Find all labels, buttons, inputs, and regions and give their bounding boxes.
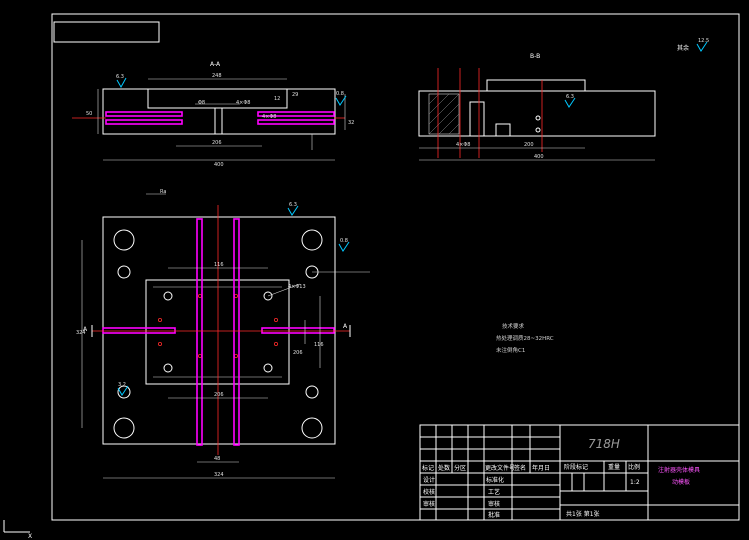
dim-bb-total: 400 [534,154,544,160]
svg-text:阶段标记: 阶段标记 [564,463,588,471]
svg-text:校核: 校核 [423,488,435,496]
top-left-name-box [53,21,160,43]
section-marker-a-left: A [83,326,88,333]
svg-text:分区: 分区 [454,464,466,472]
ucs-axis-icon: X [3,520,32,540]
svg-text:3.2: 3.2 [118,382,126,388]
material-label: 718H [588,437,620,451]
svg-text:Φ8: Φ8 [198,100,205,106]
dim-plan-top: 116 [214,262,224,268]
svg-text:4×Φ8: 4×Φ8 [456,142,471,148]
svg-text:Ra: Ra [160,189,166,195]
roughness-symbol-icon: 3.2 [117,382,129,396]
svg-text:4×Φ13: 4×Φ13 [288,284,306,290]
svg-text:0.8: 0.8 [340,238,348,244]
tech-notes-title: 技术要求 [502,322,525,330]
svg-text:比例: 比例 [628,463,640,471]
svg-text:12: 12 [274,96,280,102]
part-name-line1: 注射器壳体模具 [658,466,700,474]
svg-text:标记: 标记 [422,464,434,472]
svg-text:29: 29 [292,92,298,98]
section-bb-label: B-B [530,53,540,60]
svg-text:审核: 审核 [488,500,500,508]
svg-text:工艺: 工艺 [488,488,500,496]
roughness-symbol-icon: 0.8 [335,91,347,106]
svg-text:0.8: 0.8 [336,91,344,97]
roughness-symbol-icon: 6.3 [564,94,576,108]
section-marker-a-right: A [343,323,348,330]
dim-plan-inner: 206 [293,350,303,356]
title-block: 718H 注射器壳体模具 动模板 标记 处数 分区 更改文件号 签名 年月日 阶… [419,424,740,521]
svg-text:6.3: 6.3 [116,74,124,80]
svg-text:其余: 其余 [677,44,689,52]
section-bb-view: B-B 200 400 4×Φ8 6.3 [418,53,656,161]
dim-aa-mid: 206 [212,140,222,146]
section-aa-view: A-A 248 206 400 4×Φ8 Φ8 4×Φ8 29 12 50 32 [72,61,354,168]
svg-text:处数: 处数 [438,464,450,472]
svg-text:12.5: 12.5 [698,38,709,44]
svg-text:6.3: 6.3 [566,94,574,100]
plan-view: 116 206 48 324 324 116 206 4×Φ13 Ra A A … [76,189,554,479]
svg-text:审核: 审核 [423,500,435,508]
svg-text:4×Φ8: 4×Φ8 [262,114,277,120]
sheet-count: 共1张 第1张 [566,510,600,518]
svg-text:设计: 设计 [423,476,435,484]
tech-notes-line2: 未注倒角C1 [496,346,525,354]
svg-text:年月日: 年月日 [532,464,550,472]
dim-plan-mid: 206 [214,392,224,398]
svg-text:X: X [28,533,32,540]
drawing-border [51,13,740,521]
svg-text:标准化: 标准化 [486,476,504,484]
svg-text:50: 50 [86,111,92,117]
svg-text:6.3: 6.3 [289,202,297,208]
svg-text:4×Φ8: 4×Φ8 [236,100,251,106]
svg-text:更改文件号: 更改文件号 [485,464,515,472]
svg-text:重量: 重量 [608,463,620,471]
roughness-symbol-icon: 6.3 [116,74,127,89]
dim-aa-top: 248 [212,73,222,79]
dim-plan-right: 116 [314,342,324,348]
dim-bb-right: 200 [524,142,534,148]
roughness-symbol-icon: 6.3 [287,202,299,216]
scale-value: 1:2 [630,479,640,486]
section-aa-label: A-A [210,61,221,68]
part-name-line2: 动模板 [672,478,690,486]
svg-text:32: 32 [348,120,354,126]
general-roughness: 其余 12.5 [677,38,709,52]
tech-notes-line1: 热处理调质28~32HRC [496,334,554,342]
svg-text:批准: 批准 [488,511,500,519]
roughness-symbol-icon: 0.8 [338,238,350,252]
dim-plan-total: 324 [214,472,224,478]
svg-text:签名: 签名 [514,464,526,472]
dim-plan-left: 324 [76,330,86,336]
dim-aa-bottom: 400 [214,162,224,168]
dim-plan-bottom: 48 [214,456,220,462]
